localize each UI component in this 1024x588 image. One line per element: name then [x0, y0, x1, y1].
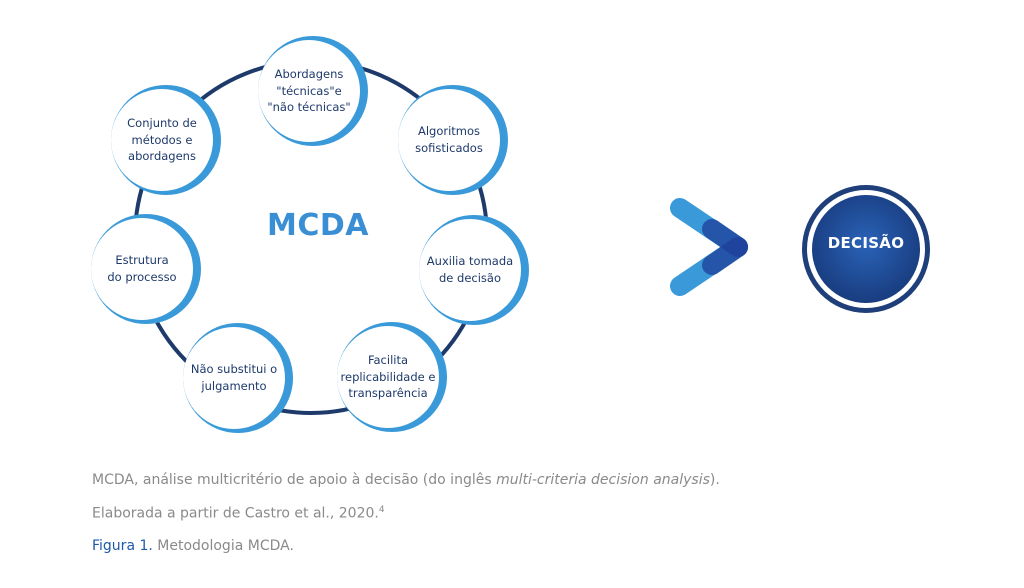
node-label-3: Auxilia tomada de decisão — [426, 254, 514, 285]
caption-line1-suffix: ). — [709, 472, 720, 488]
node-7 — [111, 85, 221, 195]
node-label-2: Algoritmos sofisticados — [415, 124, 483, 155]
diagram-graphics — [91, 36, 930, 433]
mcda-diagram: MCDA Abordagens "técnicas"e "não técnica… — [91, 36, 930, 433]
node-3 — [419, 215, 529, 325]
caption-line1-italic: multi-criteria decision analysis — [496, 472, 710, 488]
node-label-1: Abordagens "técnicas"e "não técnicas" — [267, 66, 351, 115]
node-1 — [258, 36, 368, 146]
figure-label: Figura 1. — [92, 538, 153, 554]
node-2 — [398, 85, 508, 195]
mcda-center-label: MCDA — [267, 208, 369, 243]
caption-source: Elaborada a partir de Castro et al., 202… — [92, 505, 385, 522]
figure-title: Metodologia MCDA. — [152, 538, 294, 554]
arrow-icon — [570, 198, 748, 296]
caption-abbreviation: MCDA, análise multicritério de apoio à d… — [92, 472, 720, 488]
figure-caption: Figura 1. Metodologia MCDA. — [92, 538, 294, 554]
node-5 — [183, 323, 293, 433]
node-label-6: Estrutura do processo — [107, 253, 177, 284]
caption-line2: Elaborada a partir de Castro et al., 202… — [92, 505, 379, 522]
caption-reference: 4 — [378, 505, 385, 515]
caption-line1-prefix: MCDA, análise multicritério de apoio à d… — [92, 472, 497, 488]
node-label-4: Facilita replicabilidade e transparência — [340, 352, 436, 401]
node-4 — [337, 322, 447, 432]
decision-circle — [802, 185, 930, 313]
node-label-7: Conjunto de métodos e abordagens — [127, 115, 197, 164]
decision-label: DECISÃO — [827, 234, 905, 252]
node-label-5: Não substitui o julgamento — [190, 362, 278, 393]
node-6 — [91, 214, 201, 324]
